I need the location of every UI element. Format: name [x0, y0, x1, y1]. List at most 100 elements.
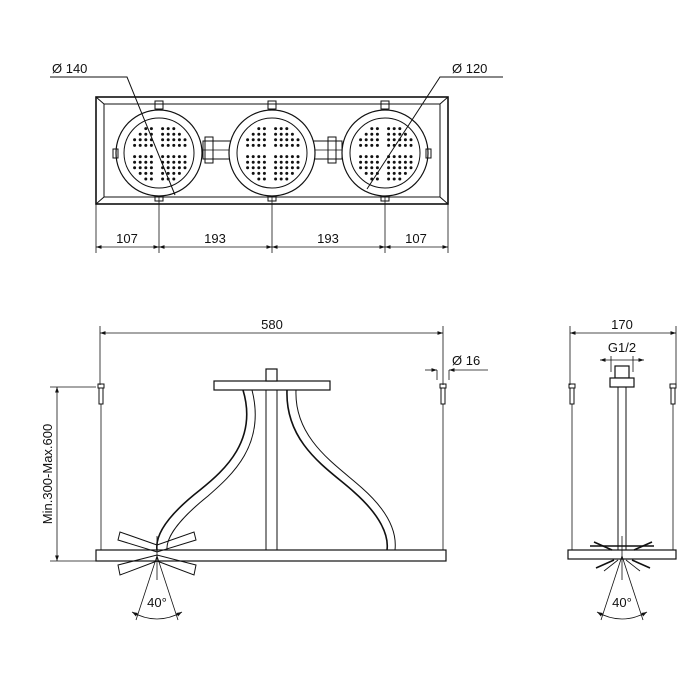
nozzle-dot [359, 138, 363, 142]
nozzle-dot [183, 138, 187, 142]
nozzle-dot [364, 155, 368, 159]
side-center-support [617, 386, 627, 551]
front-head-bar [95, 549, 447, 562]
nozzle-dot [398, 166, 402, 170]
nozzle-dot [285, 138, 289, 142]
nozzle-dot [138, 171, 142, 175]
front-view: 580 Ø 16 [40, 317, 488, 621]
nozzle-dot [274, 160, 278, 164]
nozzle-dot [257, 143, 261, 147]
nozzle-dot [279, 160, 283, 164]
nozzle-dot [370, 127, 374, 131]
side-tilt-indicator: 40° [596, 536, 648, 621]
nozzle-dot [144, 177, 148, 181]
nozzle-dot [246, 143, 250, 147]
nozzle-dot [285, 155, 289, 159]
nozzle-dot [285, 132, 289, 136]
nozzle-dot [290, 155, 294, 159]
nozzle-dot [392, 138, 396, 142]
nozzle-dot [296, 166, 300, 170]
nozzle-dot [133, 143, 137, 147]
nozzle-dot [246, 138, 250, 142]
nozzle-dot [279, 171, 283, 175]
nozzle-dot [409, 155, 413, 159]
nozzle-dot [279, 155, 283, 159]
nozzle-dot [285, 177, 289, 181]
nozzle-dot [290, 132, 294, 136]
nozzle-dot [166, 132, 170, 136]
label-diameter-16: Ø 16 [452, 353, 480, 368]
nozzle-dot [398, 171, 402, 175]
nozzle-dot [144, 143, 148, 147]
nozzle-dot [138, 143, 142, 147]
nozzle-dot [166, 171, 170, 175]
nozzle-dot [364, 166, 368, 170]
nozzle-dot [144, 171, 148, 175]
nozzle-dot [290, 166, 294, 170]
nozzle-dot [387, 132, 391, 136]
nozzle-dot [296, 138, 300, 142]
nozzle-dot [375, 143, 379, 147]
nozzle-dot [403, 132, 407, 136]
nozzle-dot [262, 166, 266, 170]
top-dimension-chain: 107 193 193 107 [95, 196, 449, 253]
nozzle-dot [149, 127, 153, 131]
nozzle-dot [392, 160, 396, 164]
nozzle-dot [409, 143, 413, 147]
nozzle-dot [257, 177, 261, 181]
side-nozzle-fan [590, 541, 654, 572]
nozzle-dot [285, 127, 289, 131]
shower-head-center [228, 109, 316, 197]
nozzle-dot [166, 160, 170, 164]
nozzle-dot [370, 171, 374, 175]
nozzle-dot [387, 127, 391, 131]
nozzle-dot [359, 155, 363, 159]
nozzle-dot [387, 171, 391, 175]
front-ceiling-plate [213, 380, 331, 391]
label-diameter-140: Ø 140 [52, 61, 87, 76]
nozzle-dot [172, 171, 176, 175]
nozzle-dot [166, 138, 170, 142]
nozzle-dot [290, 143, 294, 147]
nozzle-dot [149, 160, 153, 164]
nozzle-dot [392, 171, 396, 175]
nozzle-dot [279, 143, 283, 147]
nozzle-dot [149, 155, 153, 159]
nozzle-dot [251, 138, 255, 142]
nozzle-dot [398, 160, 402, 164]
nozzle-dot [177, 155, 181, 159]
side-ceiling-plate [609, 377, 635, 388]
nozzle-dot [359, 143, 363, 147]
nozzle-dot [375, 127, 379, 131]
nozzle-dot [392, 127, 396, 131]
nozzle-dot [166, 143, 170, 147]
nozzle-dot [370, 138, 374, 142]
nozzle-dot [251, 155, 255, 159]
nozzle-dot [375, 155, 379, 159]
nozzle-dot [177, 171, 181, 175]
nozzle-dot [364, 138, 368, 142]
nozzle-dot [274, 127, 278, 131]
leader-diameter-left [50, 76, 176, 196]
front-angle-label: 40° [147, 595, 167, 610]
nozzle-dot [257, 132, 261, 136]
nozzle-dot [285, 171, 289, 175]
nozzle-dot [133, 138, 137, 142]
nozzle-dot [375, 177, 379, 181]
nozzle-dot [144, 138, 148, 142]
nozzle-dot [398, 127, 402, 131]
nozzle-dot [274, 132, 278, 136]
nozzle-dot [149, 177, 153, 181]
front-arm-left-outer [156, 389, 248, 551]
side-angle-label: 40° [612, 595, 632, 610]
nozzle-dot [262, 155, 266, 159]
nozzle-dot [246, 166, 250, 170]
nozzle-dot [251, 132, 255, 136]
nozzle-dot [403, 155, 407, 159]
nozzle-dot [296, 160, 300, 164]
front-inlet [265, 368, 278, 382]
nozzle-dot [246, 160, 250, 164]
nozzle-dot [138, 166, 142, 170]
nozzle-dot [172, 155, 176, 159]
nozzle-dot [364, 171, 368, 175]
